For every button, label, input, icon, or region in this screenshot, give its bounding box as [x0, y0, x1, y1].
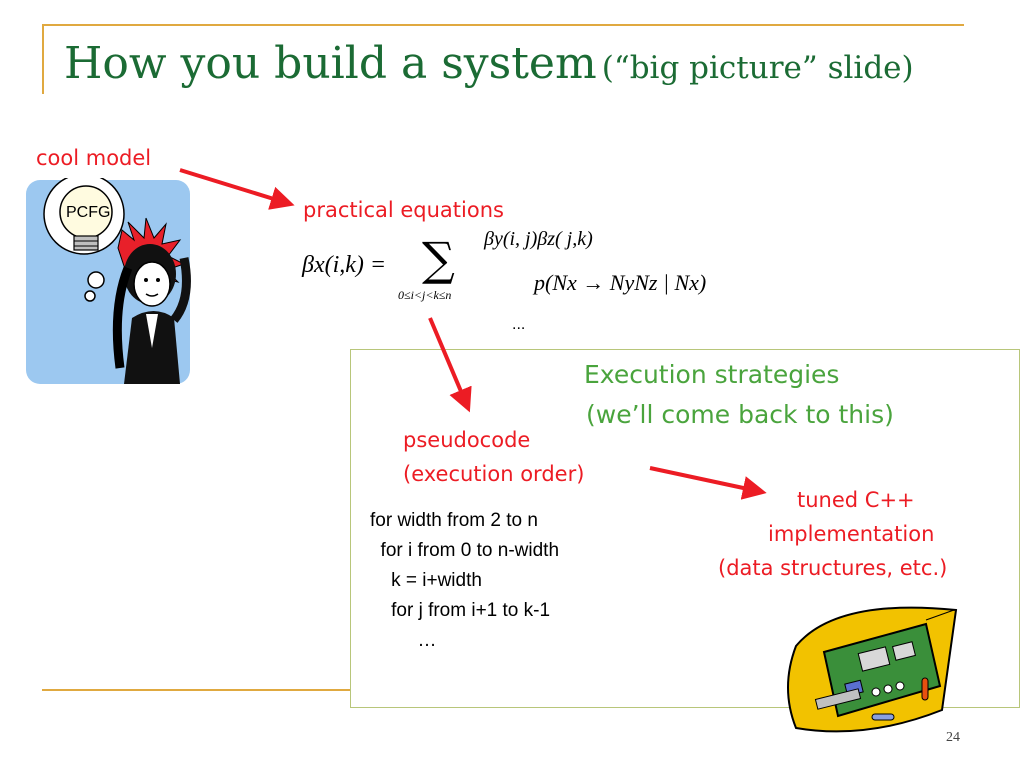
thinking-person-illustration [26, 178, 191, 384]
page-number: 24 [946, 730, 960, 745]
tuned-cpp-label: tuned C++ [797, 488, 915, 512]
equation-ellipsis: ... [512, 316, 526, 333]
pseudocode-block: for width from 2 to n for i from 0 to n-… [370, 506, 559, 656]
lightbulb-icon [59, 185, 113, 251]
cool-model-label: cool model [36, 146, 152, 170]
sum-index: 0≤i<j<k≤n [398, 288, 452, 302]
code-line: … [370, 630, 437, 651]
bottom-rule [42, 689, 352, 691]
title-sub: (“big picture” slide) [601, 50, 914, 86]
person-icon [112, 217, 191, 384]
exec-subtitle: (we’ll come back to this) [586, 400, 894, 429]
equation-numerator: βy(i, j)βz( j,k) [484, 228, 593, 250]
circuit-board-illustration [787, 606, 958, 733]
pseudocode-label: pseudocode [403, 428, 531, 452]
arrow-model-to-equations [179, 168, 295, 210]
title-rule [42, 24, 964, 26]
code-line: for i from 0 to n-width [370, 540, 560, 561]
equation-denominator: p(Nx → NyNz | Nx) [534, 270, 707, 295]
implementation-label: implementation [768, 522, 935, 546]
slide-title: How you build a system (“big picture” sl… [64, 38, 914, 89]
data-structures-label: (data structures, etc.) [718, 556, 948, 580]
equation-lhs: βx(i,k) = [302, 252, 387, 278]
arrow-pseudocode-to-cpp [649, 466, 767, 500]
arrow-equations-to-pseudocode [428, 317, 472, 413]
code-line: k = i+width [370, 570, 482, 591]
exec-title: Execution strategies [584, 360, 840, 389]
title-main: How you build a system [64, 38, 597, 89]
sum-symbol: ∑ [422, 232, 455, 286]
execution-order-label: (execution order) [403, 462, 585, 486]
code-line: for width from 2 to n [370, 510, 538, 531]
pcfg-label: PCFG [66, 204, 111, 221]
code-line: for j from i+1 to k-1 [370, 600, 551, 621]
practical-equations-label: practical equations [303, 198, 504, 222]
title-bar [42, 24, 44, 94]
